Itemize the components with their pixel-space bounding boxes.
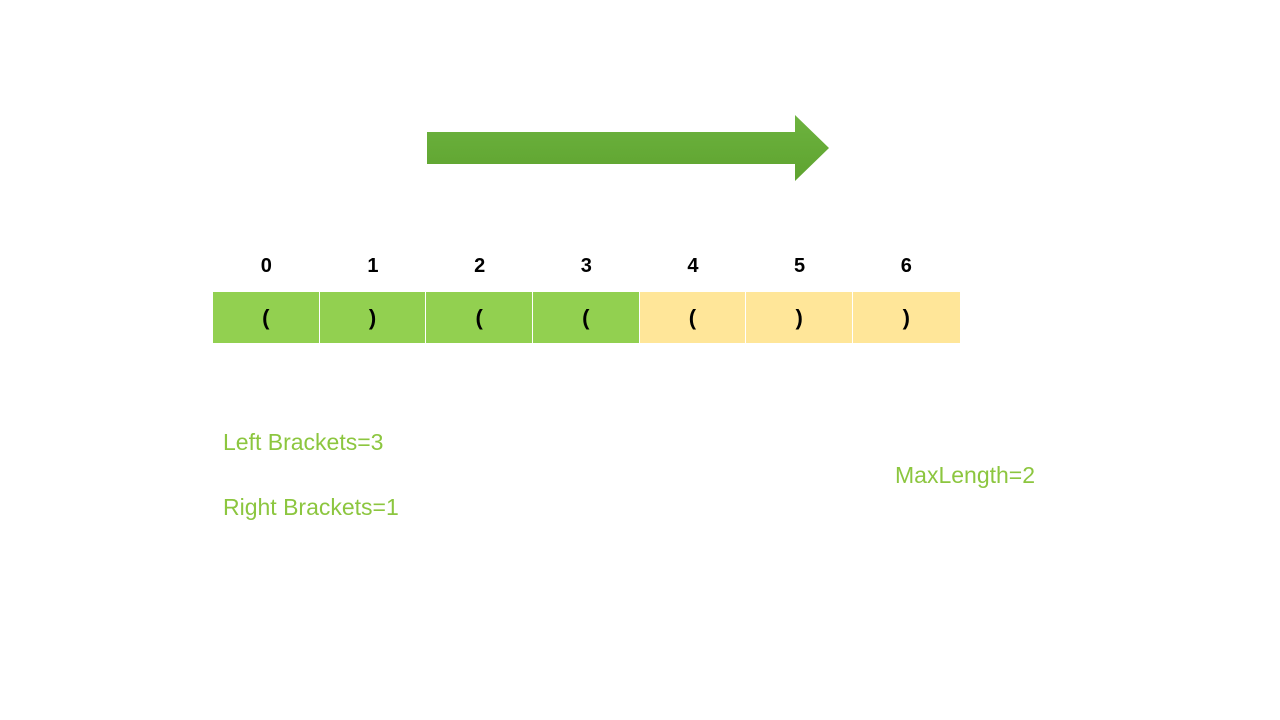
right-brackets-counter: Right Brackets=1	[223, 494, 399, 520]
max-length-counter: MaxLength=2	[895, 462, 1036, 488]
bracket-cell: (	[532, 292, 640, 343]
bracket-cell: (	[426, 292, 533, 343]
bracket-cell: )	[319, 292, 427, 343]
scan-direction-arrow	[427, 115, 829, 181]
index-label: 3	[580, 255, 592, 277]
index-row: 0 1 2 3 4 5 6	[213, 254, 960, 278]
index-label: 6	[900, 255, 912, 277]
index-label: 1	[367, 255, 379, 277]
arrow-shape	[427, 115, 829, 181]
bracket-cell: )	[852, 292, 960, 343]
index-label: 0	[260, 255, 272, 277]
bracket-cell: (	[639, 292, 747, 343]
bracket-cell: )	[746, 292, 853, 343]
bracket-array: ( ) ( ( ( ) )	[213, 292, 960, 343]
bracket-cell: (	[213, 292, 320, 343]
index-label: 2	[474, 255, 486, 277]
index-label: 5	[794, 255, 806, 277]
index-label: 4	[687, 255, 699, 277]
left-brackets-counter: Left Brackets=3	[223, 429, 384, 455]
